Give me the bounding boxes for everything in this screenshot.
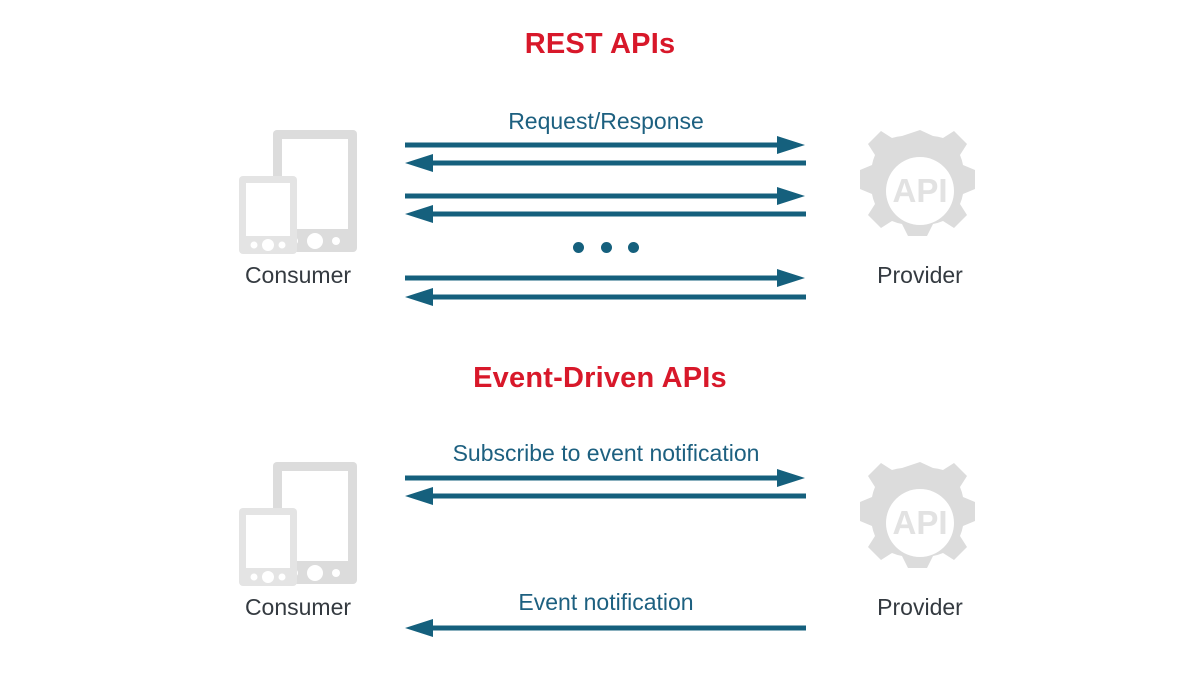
provider-icon-rest: API (830, 128, 1010, 256)
gear-api-text: API (892, 504, 947, 541)
arrow-response-2 (403, 205, 807, 223)
arrow-event-notification (403, 619, 807, 637)
arrow-subscribe-ack (403, 487, 807, 505)
gear-api-text: API (892, 172, 947, 209)
arrow-subscribe-request (403, 469, 807, 487)
provider-actor-rest: API Provider (830, 128, 1010, 289)
event-driven-apis-title: Event-Driven APIs (473, 362, 727, 394)
ellipsis-dot (627, 242, 639, 253)
consumer-actor-event: Consumer (208, 460, 388, 621)
arrow-response-1 (403, 154, 807, 172)
provider-actor-event: API Provider (830, 460, 1010, 621)
consumer-icon-rest (208, 128, 388, 256)
gear-api-icon: API (860, 462, 975, 568)
provider-icon-event: API (830, 460, 1010, 588)
provider-label-event: Provider (877, 594, 963, 620)
ellipsis-indicator (405, 242, 807, 253)
ellipsis-dot (573, 242, 585, 253)
flow-label-event-notification: Event notification (518, 589, 694, 615)
consumer-actor-rest: Consumer (208, 128, 388, 289)
arrow-response-n (403, 288, 807, 306)
ellipsis-dot (600, 242, 612, 253)
rest-apis-title: REST APIs (524, 28, 676, 60)
consumer-label-rest: Consumer (244, 262, 352, 288)
flow-label-subscribe: Subscribe to event notification (452, 440, 760, 466)
consumer-label-event: Consumer (244, 594, 352, 620)
gear-api-icon: API (860, 130, 975, 236)
devices-tablet-phone-icon (239, 130, 357, 254)
flow-label-request-response: Request/Response (508, 108, 704, 134)
devices-tablet-phone-icon (239, 462, 357, 586)
provider-label-rest: Provider (877, 262, 963, 288)
arrow-request-2 (403, 187, 807, 205)
arrow-request-n (403, 269, 807, 287)
arrow-request-1 (403, 136, 807, 154)
consumer-icon-event (208, 460, 388, 588)
